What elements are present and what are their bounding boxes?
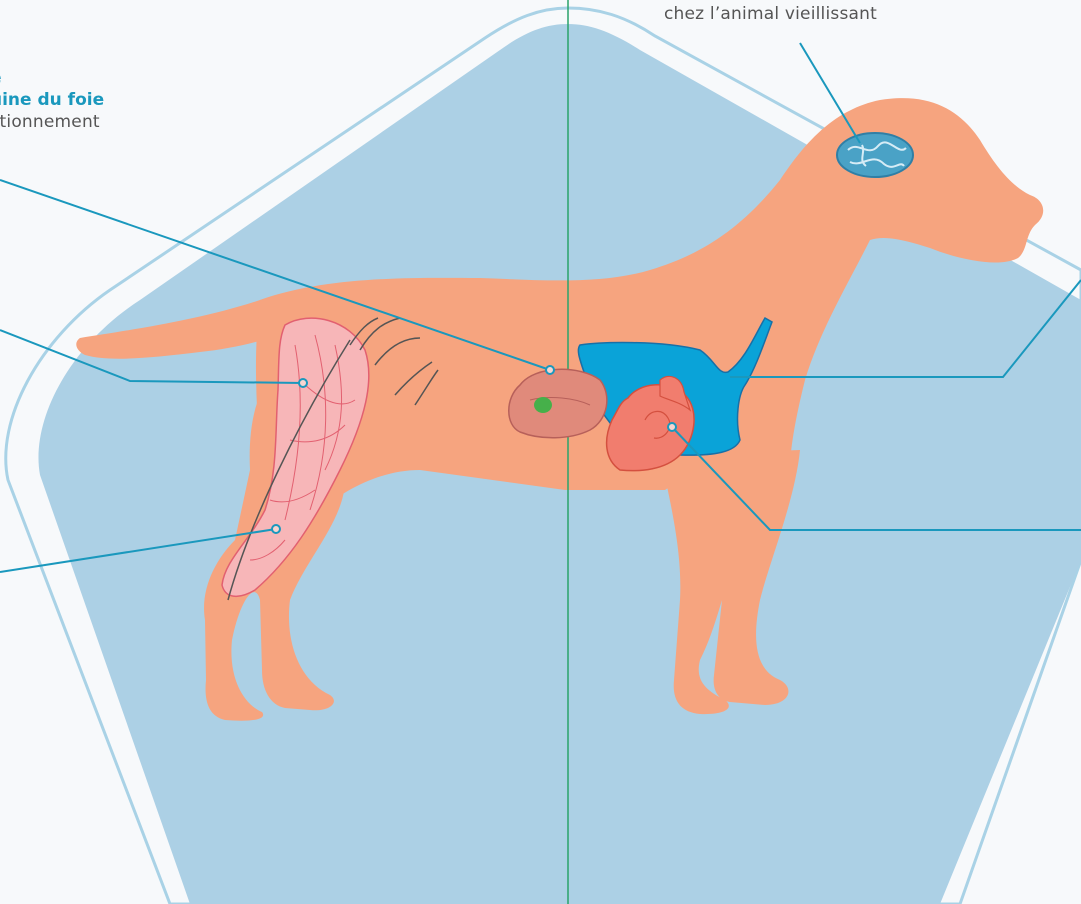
- brain-organ: [837, 133, 913, 177]
- brain-caption: chez l’animal vieillissant: [664, 3, 877, 25]
- gallbladder-organ: [534, 397, 552, 413]
- liver-caption-line1: e: [0, 67, 104, 89]
- brain-caption-text: chez l’animal vieillissant: [664, 3, 877, 25]
- liver-caption: e uine du foie ctionnement: [0, 67, 104, 133]
- liver-caption-line2: uine du foie: [0, 89, 104, 111]
- liver-caption-line3: ctionnement: [0, 111, 104, 133]
